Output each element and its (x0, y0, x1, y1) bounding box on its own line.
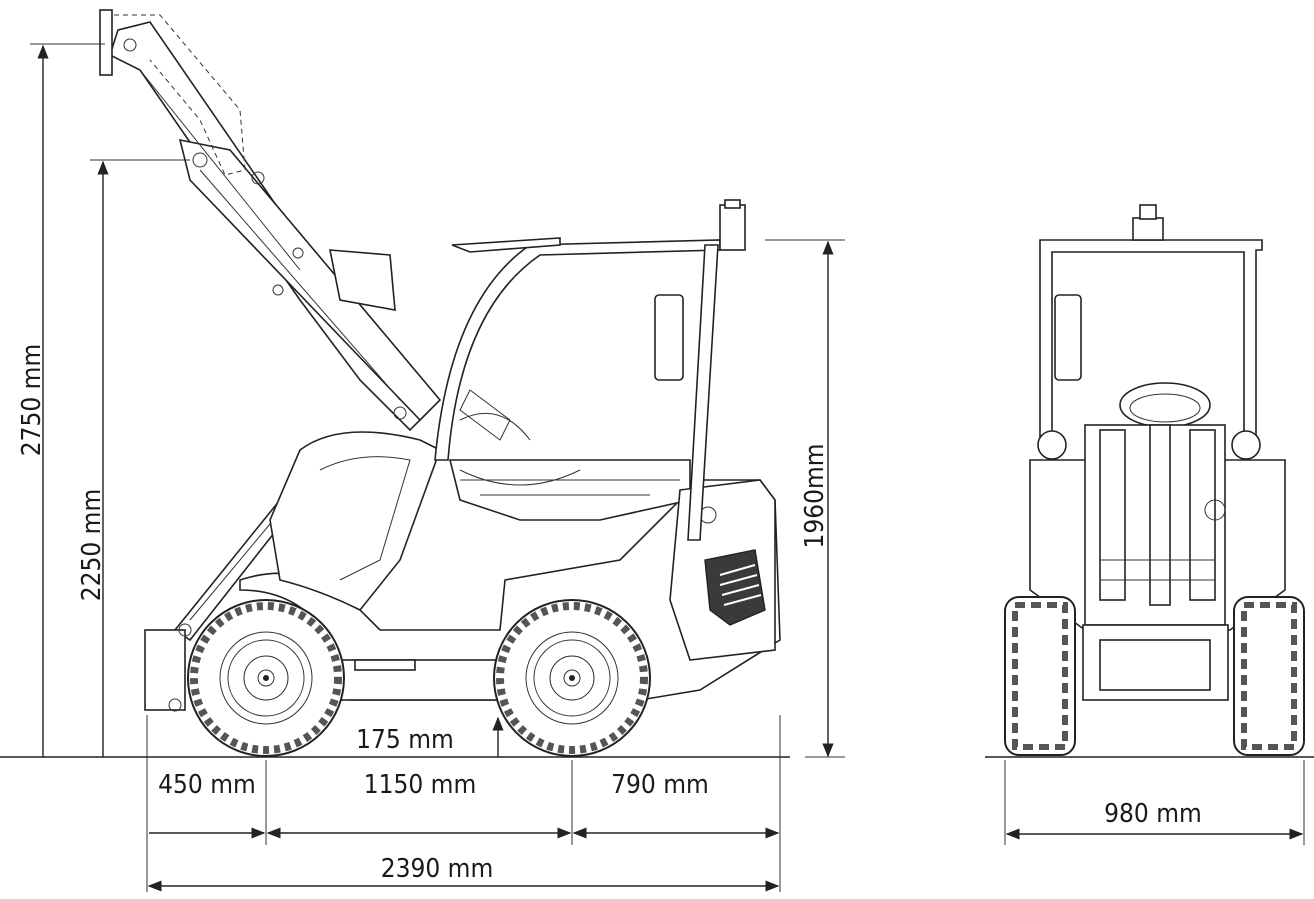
dim-width: 980 mm (1104, 799, 1202, 829)
dim-rear-overhang: 790 mm (611, 770, 709, 800)
dim-ground-clearance: 175 mm (356, 725, 454, 755)
front-view-left-wheel (1004, 596, 1076, 756)
dimension-lines (30, 43, 1305, 892)
rear-wheel (493, 599, 651, 757)
boom-arm (99, 9, 442, 432)
dim-pin-height: 2250 mm (77, 489, 107, 602)
dim-raised-height: 2750 mm (17, 344, 47, 457)
chassis (239, 431, 781, 701)
dim-total-length: 2390 mm (381, 854, 494, 884)
engine-grille (704, 549, 766, 626)
side-view-loader (0, 9, 790, 758)
dim-front-overhang: 450 mm (158, 770, 256, 800)
front-wheel (187, 599, 345, 757)
front-view-loader (985, 204, 1314, 758)
front-view-right-wheel (1233, 596, 1305, 756)
tool-carrier (144, 623, 192, 712)
cab-frame (434, 199, 746, 541)
dim-wheelbase: 1150 mm (364, 770, 477, 800)
dim-cab-height: 1960mm (800, 443, 830, 548)
